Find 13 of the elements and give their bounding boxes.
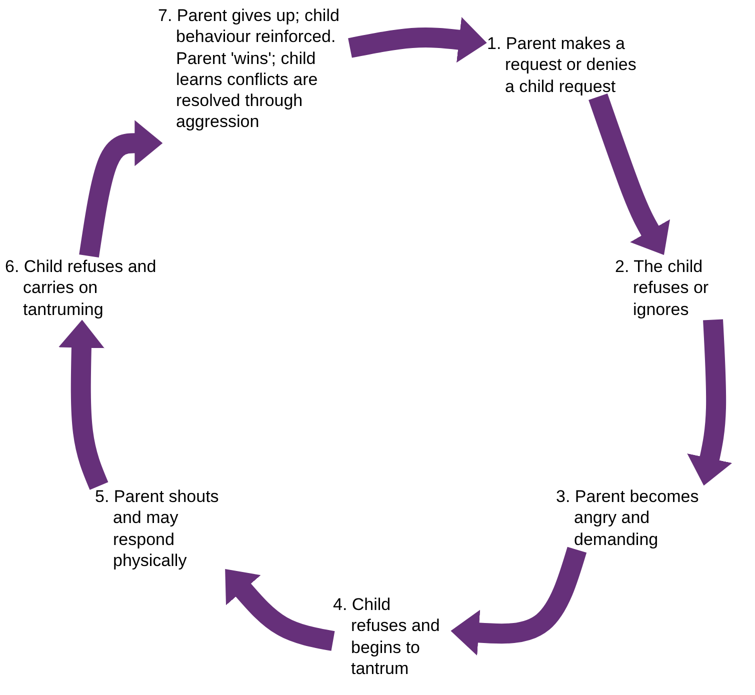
step-text: 5. Parent shouts and may respond physically	[95, 486, 223, 571]
arrow	[58, 320, 108, 490]
arrow	[348, 16, 487, 63]
arrow	[79, 120, 163, 258]
step-text: 7. Parent gives up; child behaviour reinforced. Parent 'wins'; child learns conflicts are resolved through aggression	[158, 5, 350, 132]
step-text: 2. The child refuses or ignores	[615, 256, 753, 320]
step-text: 3. Parent becomes angry and demanding	[556, 486, 706, 550]
step-text: 1. Parent makes a request or denies a child request	[487, 33, 639, 97]
arrow	[588, 93, 670, 255]
arrow	[687, 319, 732, 486]
step-text: 4. Child refuses and begins to tantrum	[333, 594, 451, 679]
arrow	[450, 546, 587, 656]
step-text: 6. Child refuses and carries on tantruming	[5, 256, 170, 320]
